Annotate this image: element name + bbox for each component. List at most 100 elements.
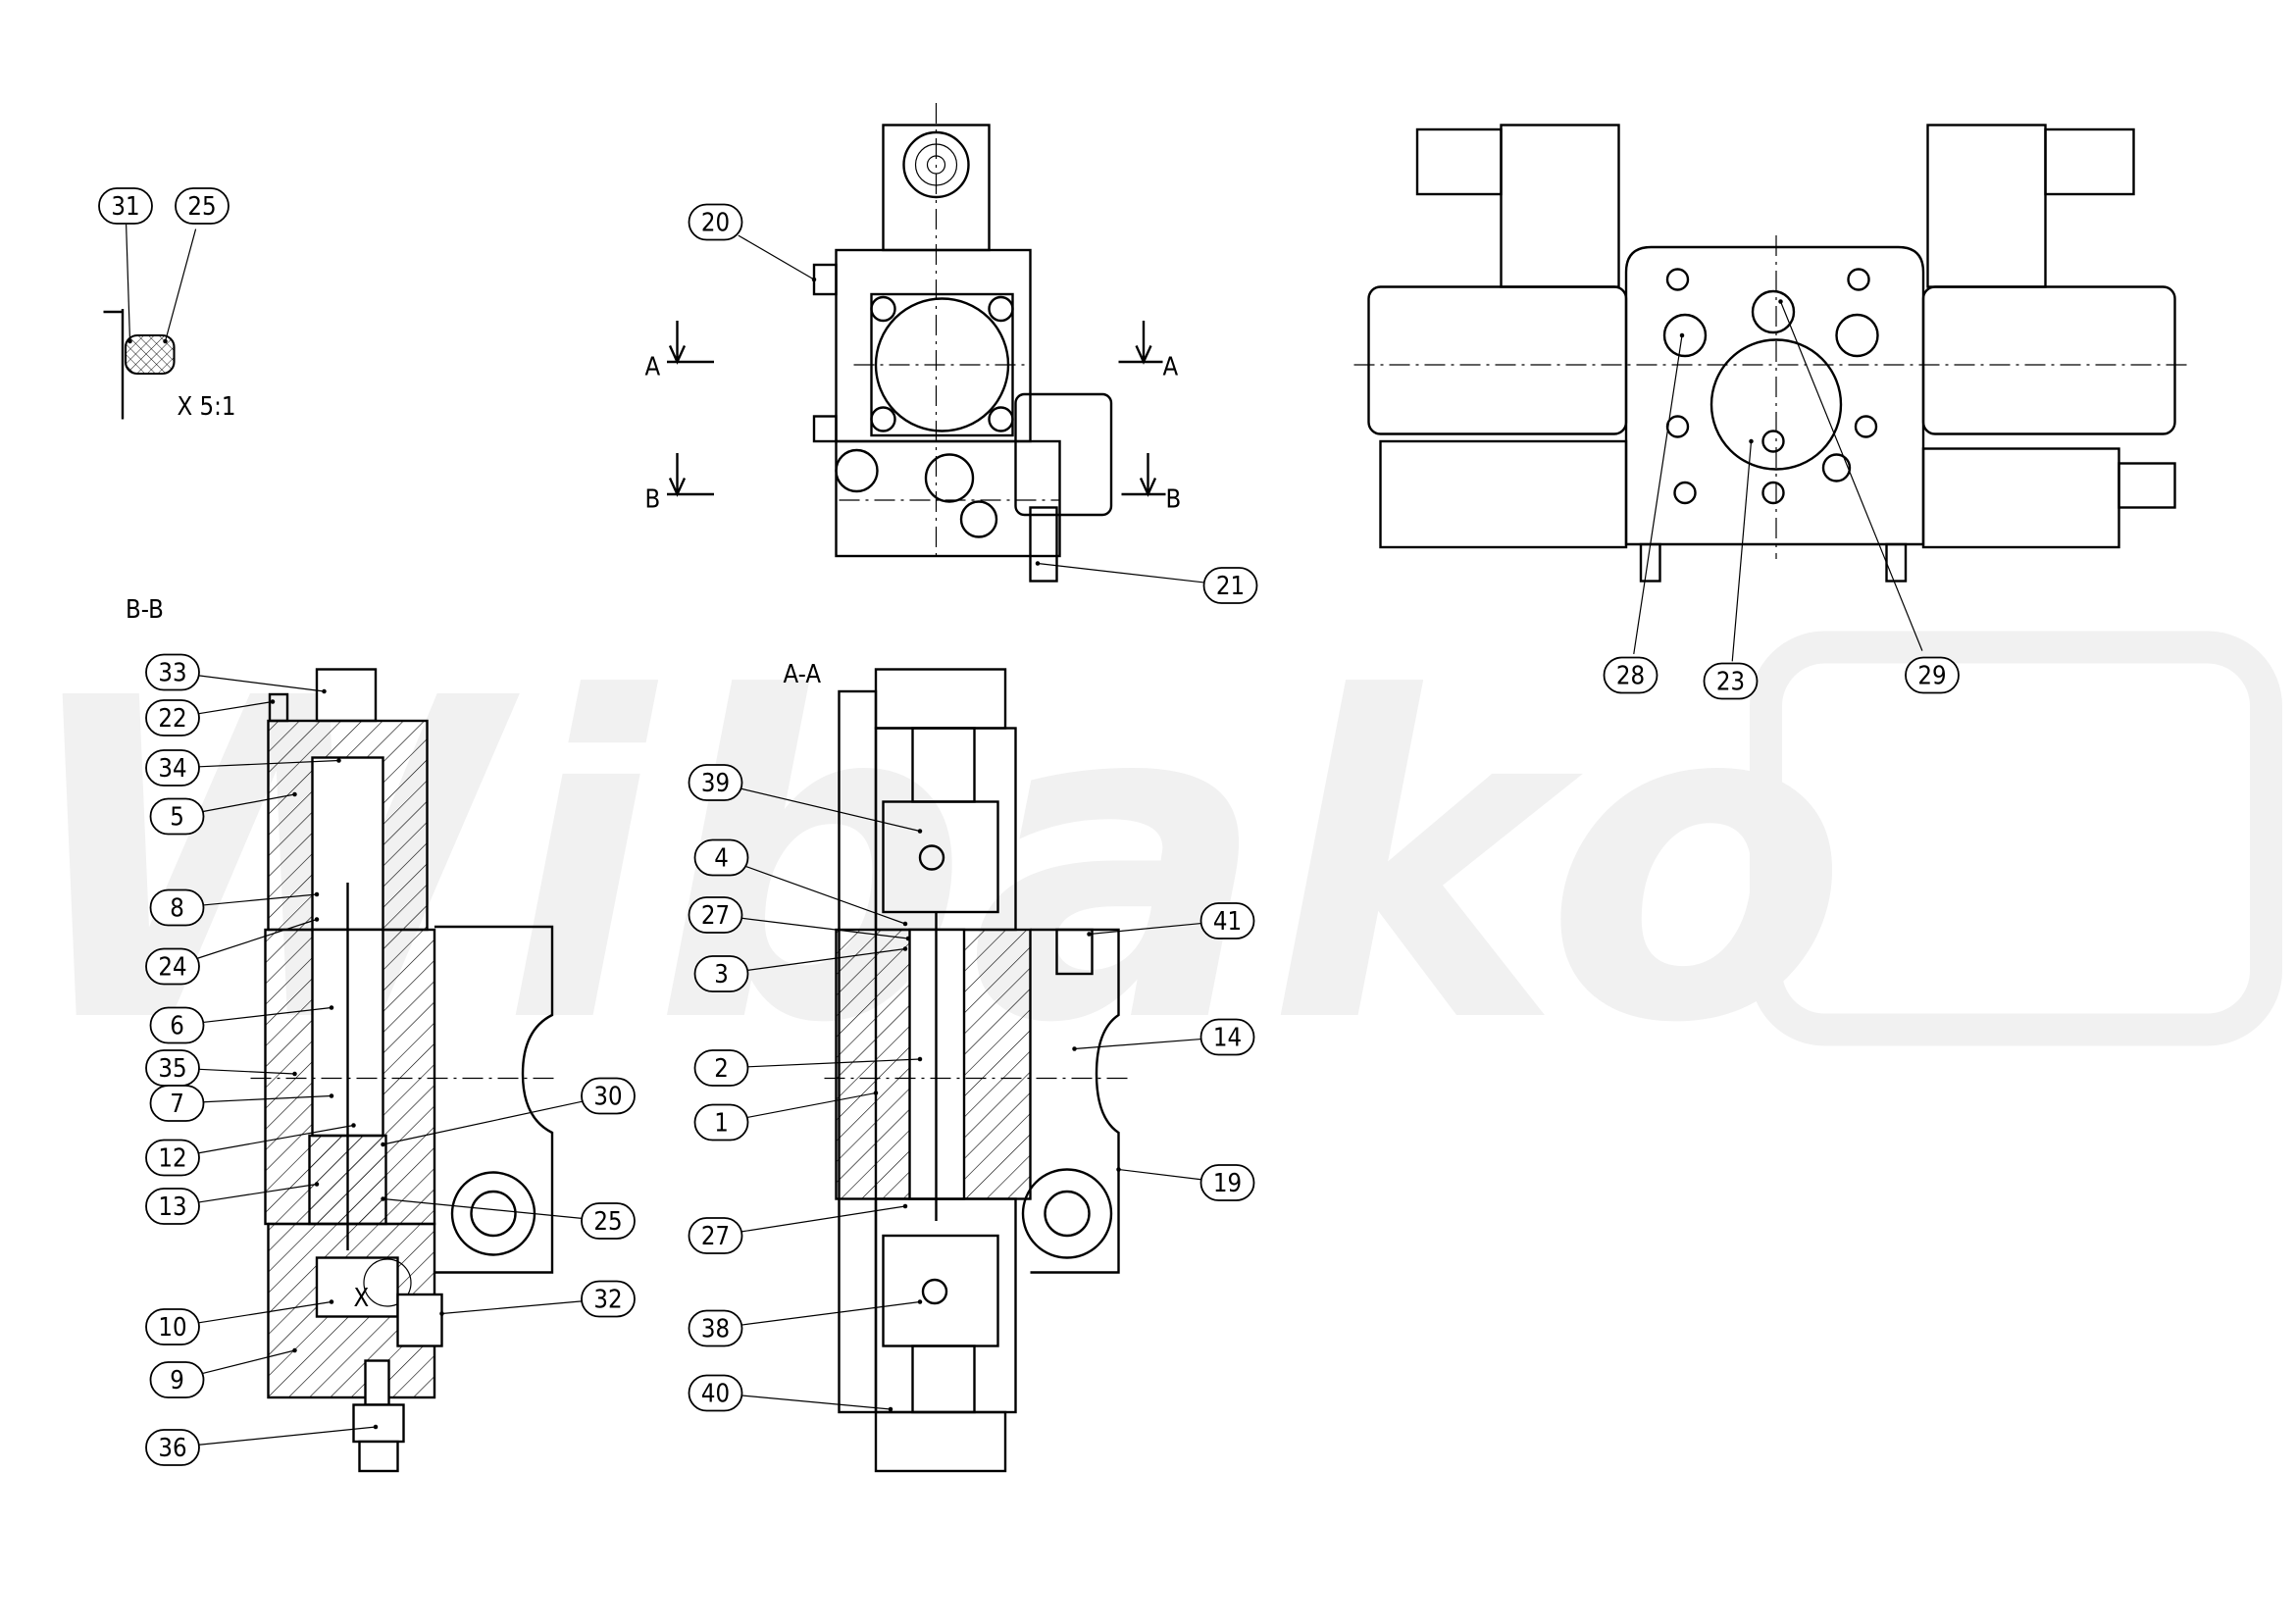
leader-line	[747, 947, 906, 971]
cut-b-right: B	[1166, 485, 1182, 515]
callout-28: 28	[1603, 332, 1685, 694]
callout-35: 35	[145, 1049, 297, 1087]
callout-number: 24	[158, 953, 186, 983]
callout-number: 14	[1213, 1024, 1242, 1053]
callout-bubble	[145, 699, 200, 736]
callout-number: 32	[593, 1286, 622, 1315]
callout-bubble	[693, 838, 749, 877]
callout-number: 38	[701, 1315, 730, 1345]
callout-bubble	[693, 1103, 749, 1142]
leader-dot	[1087, 932, 1092, 937]
leader-line	[198, 1124, 354, 1154]
callout-7: 7	[149, 1085, 334, 1122]
detail-scale-label: X 5:1	[178, 392, 236, 422]
callout-8: 8	[149, 888, 320, 927]
callout-number: 30	[593, 1083, 622, 1112]
leader-dot	[439, 1311, 444, 1316]
callout-bubble	[581, 1280, 636, 1318]
leader-dot	[292, 1347, 297, 1353]
leader-line	[198, 700, 274, 715]
callout-bubble	[1199, 1164, 1255, 1201]
leader-dot	[292, 791, 297, 797]
leader-line	[198, 759, 339, 768]
leader-line	[1633, 334, 1683, 654]
leader-line	[745, 866, 906, 925]
leader-line	[198, 1183, 318, 1203]
callout-39: 39	[688, 764, 923, 834]
leader-line	[741, 1300, 921, 1326]
callout-33: 33	[145, 653, 327, 694]
callout-number: 13	[158, 1193, 186, 1222]
leader-line	[1089, 922, 1201, 936]
cut-a-right: A	[1163, 353, 1179, 382]
callout-bubble	[145, 1308, 200, 1345]
callout-number: 1	[714, 1109, 729, 1139]
leader-dot	[163, 338, 168, 344]
leader-line	[741, 1395, 892, 1410]
callout-number: 10	[158, 1313, 186, 1343]
callout-number: 9	[170, 1366, 184, 1396]
leader-dot	[329, 1005, 334, 1010]
section-aa: A-A	[784, 660, 1134, 1473]
leader-line	[1074, 1038, 1201, 1050]
callout-1: 1	[693, 1091, 879, 1142]
callout-number: 19	[1213, 1169, 1242, 1198]
callout-bubble	[1603, 656, 1658, 694]
leader-line	[197, 918, 318, 959]
callout-number: 21	[1216, 572, 1245, 601]
callout-number: 34	[158, 754, 186, 784]
leader-line	[1731, 440, 1753, 662]
callout-6: 6	[149, 1005, 334, 1044]
callout-bubble	[145, 1188, 200, 1225]
leader-dot	[1072, 1046, 1077, 1051]
callout-number: 6	[170, 1012, 184, 1041]
leader-dot	[917, 1299, 923, 1304]
leader-line	[746, 1091, 877, 1119]
leader-dot	[329, 1299, 334, 1304]
leader-dot	[902, 946, 908, 951]
leader-line	[738, 234, 815, 280]
callout-bubble	[688, 1309, 743, 1347]
leader-dot	[917, 829, 923, 834]
leader-dot	[329, 1093, 334, 1098]
callout-40: 40	[688, 1374, 893, 1412]
callout-bubble	[1905, 656, 1960, 694]
callout-24: 24	[145, 917, 320, 986]
leader-dot	[811, 277, 817, 282]
section-aa-title: A-A	[784, 660, 822, 689]
callout-bubble	[581, 1077, 636, 1115]
leader-dot	[314, 1182, 320, 1187]
callout-bubble	[693, 1049, 749, 1087]
callout-number: 3	[714, 960, 729, 990]
section-bb-title: B-B	[126, 595, 164, 625]
callout-bubble	[149, 888, 205, 927]
callout-number: 7	[170, 1090, 184, 1119]
callout-number: 23	[1716, 668, 1745, 697]
leader-dot	[381, 1142, 385, 1147]
callout-bubble	[1199, 902, 1255, 939]
callout-bubble	[145, 749, 200, 787]
callout-30: 30	[381, 1077, 636, 1147]
cut-a-left: A	[645, 353, 661, 382]
callout-22: 22	[145, 699, 276, 736]
callout-25: 25	[163, 187, 230, 344]
leader-line	[198, 1068, 295, 1075]
callout-32: 32	[439, 1280, 636, 1318]
callout-bubble	[175, 187, 230, 225]
leader-dot	[292, 1071, 297, 1077]
cut-b-left: B	[645, 485, 661, 515]
callout-number: 29	[1917, 662, 1946, 691]
callout-25: 25	[381, 1196, 636, 1240]
callout-12: 12	[145, 1123, 356, 1177]
callout-number: 25	[187, 192, 216, 222]
callout-bubble	[149, 1006, 205, 1044]
callout-19: 19	[1116, 1164, 1255, 1201]
callout-3: 3	[693, 946, 908, 992]
leader-dot	[1778, 299, 1783, 304]
callout-38: 38	[688, 1299, 923, 1347]
section-bb: B-B X	[126, 595, 560, 1473]
callout-bubble	[149, 1361, 205, 1398]
